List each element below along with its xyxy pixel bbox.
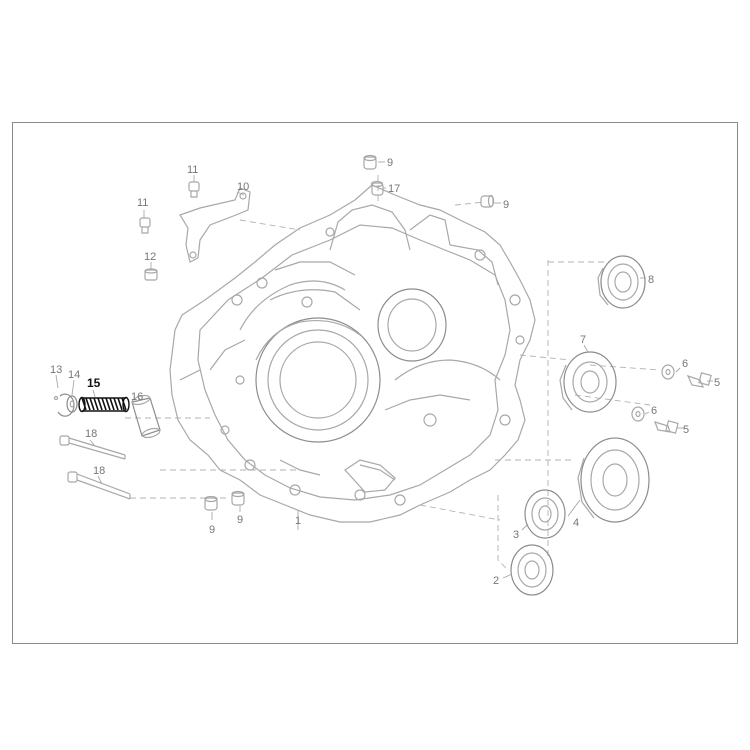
callout-8: 8 [648,274,654,286]
callout-9-lower-right: 9 [237,514,243,526]
dowel-9-lower-right[interactable] [231,490,245,506]
oring-17[interactable] [370,180,384,196]
callout-2: 2 [493,575,499,587]
callout-1: 1 [295,515,301,527]
assembly-lines [125,175,661,571]
washer-6-lower[interactable] [631,406,645,422]
diagram-frame [12,122,738,644]
bearing-4[interactable] [577,437,650,523]
callout-3: 3 [513,529,519,541]
callout-9-lower-left: 9 [209,524,215,536]
dowel-9-top[interactable] [363,154,377,170]
callout-12: 12 [144,251,156,263]
bearing-2[interactable] [510,544,554,596]
callout-11-upper: 11 [187,164,198,176]
bolt-11-left[interactable] [139,217,151,234]
bearing-3[interactable] [524,489,566,539]
crankcase-housing[interactable] [169,184,536,523]
callout-18-lower: 18 [93,465,105,477]
callout-14: 14 [68,369,80,381]
washer-6-upper[interactable] [661,364,675,380]
dowel-9-right[interactable] [480,194,495,208]
sleeve-16[interactable] [131,394,161,439]
callout-labels: 1 2 3 4 5 5 6 6 7 8 9 9 9 9 10 11 11 12 … [50,157,720,587]
callout-6-upper: 6 [682,358,688,370]
callout-11-left: 11 [137,197,148,209]
bolt-18-upper[interactable] [59,435,126,460]
washer-14[interactable] [66,395,78,413]
leader-lines [55,161,713,579]
callout-16: 16 [131,391,143,403]
bolt-5-upper[interactable] [686,372,712,388]
bearing-7[interactable] [559,351,617,413]
bracket-10[interactable] [179,187,251,263]
callout-13: 13 [50,364,62,376]
circlip-13[interactable] [53,393,75,417]
callout-6-lower: 6 [651,405,657,417]
callout-7: 7 [580,334,586,346]
callout-15: 15 [87,376,101,390]
callout-9-top: 9 [387,157,393,169]
callout-10: 10 [237,181,249,193]
callout-18-upper: 18 [85,428,97,440]
plug-12[interactable] [144,268,158,281]
callout-17: 17 [388,183,400,195]
bearing-8[interactable] [597,255,646,309]
bolt-11-upper[interactable] [188,181,200,198]
callout-5-lower: 5 [683,424,689,436]
callout-9-right: 9 [503,199,509,211]
spring-15[interactable] [78,396,130,413]
callout-4: 4 [573,517,579,529]
callout-5-upper: 5 [714,377,720,389]
bolt-18-lower[interactable] [67,471,131,500]
dowel-9-lower-left[interactable] [204,495,218,511]
bolt-5-lower[interactable] [654,420,679,434]
